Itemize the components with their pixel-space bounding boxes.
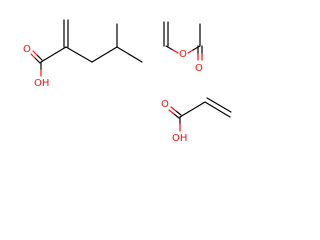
acrylic-c1-c2-bond: [179, 101, 206, 118]
carbonyl-double-bond-2: [34, 57, 41, 64]
c3-c4-bond: [91, 46, 118, 63]
carbonyl-double-bond-1-o: [32, 50, 38, 56]
structure-canvas: O OH O O O OH: [23, 19, 232, 144]
hydroxyl-label: OH: [34, 78, 49, 89]
molecule-vinyl-acetate: O O: [163, 21, 203, 74]
vinyl-c-o-bond: [165, 45, 174, 51]
molecule-methylidene-methylpentanoic-acid: O OH: [23, 19, 143, 89]
carbonyl-double-bond-2-o: [30, 53, 36, 59]
ester-o-c-bond: [192, 45, 201, 51]
acrylic-vinyl-bond-b: [206, 97, 232, 113]
carbonyl-double-bond-1: [36, 54, 43, 61]
c2-c3-bond: [65, 46, 93, 63]
ester-oxygen-label: O: [179, 49, 187, 60]
acrylic-vinyl-bond-a: [204, 101, 231, 118]
acrylic-carbonyl-bond-b: [173, 113, 180, 119]
acrylic-hydroxyl-label: OH: [172, 133, 187, 144]
c1-c2-bond: [40, 46, 67, 63]
carbonyl-oxygen-label: O: [23, 44, 31, 55]
vinyl-c-o-bond-o: [172, 49, 179, 54]
acrylic-carbonyl-bond-a-o: [170, 106, 177, 112]
acrylic-carbonyl-bond-a: [175, 110, 182, 116]
acrylic-carbonyl-bond-b-o: [168, 109, 175, 115]
c4-methyl-right-bond: [116, 46, 143, 63]
ester-o-c-bond-o: [187, 49, 194, 54]
acrylic-carbonyl-oxygen-label: O: [161, 99, 169, 110]
molecule-acrylic-acid: O OH: [161, 97, 232, 144]
acetyl-carbonyl-oxygen-label: O: [195, 63, 203, 74]
